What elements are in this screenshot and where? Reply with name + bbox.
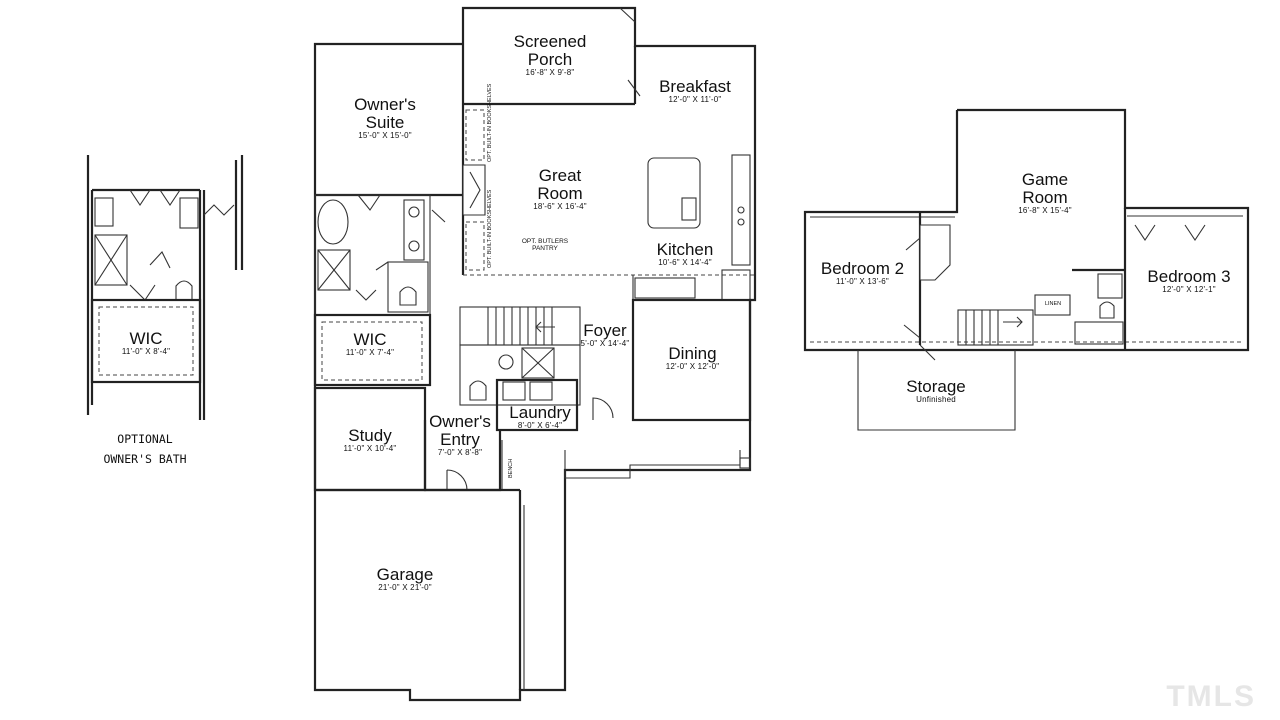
room-kitchen: Kitchen 10'-6" X 14'-4"	[630, 241, 740, 267]
room-name: Study	[348, 426, 392, 445]
room-name: Laundry	[509, 403, 571, 422]
note-linen: LINEN	[1044, 301, 1062, 307]
room-dimensions: 12'-0" X 12'-0"	[665, 361, 720, 371]
room-owners-entry: Owner's Entry 7'-0" X 8'-8"	[420, 413, 500, 457]
room-name: WIC	[129, 329, 163, 348]
room-dimensions: 5'-0" X 14'-4"	[580, 338, 630, 348]
room-owners-suite: Owner's Suite 15'-0" X 15'-0"	[330, 96, 440, 140]
optional-owners-bath-caption: OPTIONAL OWNER'S BATH	[80, 430, 210, 469]
room-breakfast: Breakfast 12'-0" X 11'-0"	[640, 78, 750, 104]
room-garage: Garage 21'-0" X 21'-0"	[355, 566, 455, 592]
room-dimensions: 11'-0" X 7'-4"	[345, 347, 395, 357]
room-dimensions: 16'-8" X 15'-4"	[1018, 205, 1072, 215]
main-floor-plan	[313, 6, 757, 702]
room-name: Kitchen	[656, 240, 714, 259]
note-bookshelves-top: OPT. BUILT-IN BOOKSHELVES	[487, 83, 493, 162]
room-name: WIC	[353, 330, 387, 349]
watermark-logo: TMLS	[1166, 680, 1256, 713]
room-dimensions: 11'-0" X 13'-6"	[836, 276, 889, 286]
note-line: PANTRY	[532, 244, 558, 252]
room-dimensions: 15'-0" X 15'-0"	[358, 130, 412, 140]
room-dimensions: 10'-6" X 14'-4"	[658, 257, 712, 267]
room-name: Foyer	[583, 321, 627, 340]
room-dimensions: Unfinished	[916, 394, 956, 404]
room-study: Study 11'-0" X 10'-4"	[325, 427, 415, 453]
optional-owners-bath-plan	[86, 155, 244, 420]
room-game-room: Game Room 16'-8" X 15'-4"	[990, 171, 1100, 215]
room-dimensions: 12'-0" X 12'-1"	[1162, 284, 1216, 294]
room-name: Owner's	[429, 412, 491, 431]
note-bench: BENCH	[508, 458, 514, 478]
room-screened-porch: Screened Porch 16'-8" X 9'-8"	[495, 33, 605, 77]
room-wic-main: WIC 11'-0" X 7'-4"	[325, 331, 415, 357]
room-name: Room	[1022, 187, 1068, 207]
room-name: Storage	[906, 377, 966, 396]
room-name: Breakfast	[659, 77, 731, 96]
note-line: OPT. BUTLERS	[521, 238, 569, 245]
room-name: Dining	[668, 344, 717, 363]
room-bedroom-2: Bedroom 2 11'-0" X 13'-6"	[810, 260, 915, 286]
room-name: Bedroom 2	[820, 259, 905, 278]
room-dimensions: 8'-0" X 6'-4"	[517, 420, 563, 430]
room-wic-optional: WIC 11'-0" X 8'-4"	[100, 330, 192, 356]
room-name: Great	[538, 166, 582, 185]
room-name: Room	[537, 183, 583, 203]
room-great-room: Great Room 18'-6" X 16'-4"	[505, 167, 615, 211]
room-dimensions: 11'-0" X 10'-4"	[343, 443, 397, 453]
note-bookshelves-bottom: OPT. BUILT-IN BOOKSHELVES	[487, 189, 493, 268]
room-name: Porch	[527, 49, 573, 69]
room-name: Entry	[440, 429, 480, 449]
room-name: Garage	[376, 565, 434, 584]
room-dining: Dining 12'-0" X 12'-0"	[640, 345, 745, 371]
room-name: Bedroom 3	[1147, 267, 1231, 286]
room-dimensions: 12'-0" X 11'-0"	[668, 94, 722, 104]
room-dimensions: 7'-0" X 8'-8"	[437, 447, 483, 457]
room-name: Owner's	[354, 95, 416, 114]
room-dimensions: 21'-0" X 21'-0"	[378, 582, 432, 592]
room-dimensions: 11'-0" X 8'-4"	[121, 346, 171, 356]
room-name: Game	[1021, 170, 1069, 189]
room-name: Screened	[513, 32, 587, 51]
caption-line-2: OWNER'S BATH	[103, 451, 187, 466]
room-dimensions: 16'-8" X 9'-8"	[525, 67, 575, 77]
room-storage: Storage Unfinished	[880, 378, 992, 404]
note-butlers-pantry: OPT. BUTLERS PANTRY	[515, 238, 575, 253]
room-name: Suite	[365, 112, 405, 132]
caption-line-1: OPTIONAL	[117, 432, 173, 446]
room-bedroom-3: Bedroom 3 12'-0" X 12'-1"	[1135, 268, 1243, 294]
room-laundry: Laundry 8'-0" X 6'-4"	[500, 404, 580, 430]
room-dimensions: 18'-6" X 16'-4"	[533, 201, 587, 211]
upper-floor-plan	[803, 108, 1250, 431]
room-foyer: Foyer 5'-0" X 14'-4"	[570, 322, 640, 348]
